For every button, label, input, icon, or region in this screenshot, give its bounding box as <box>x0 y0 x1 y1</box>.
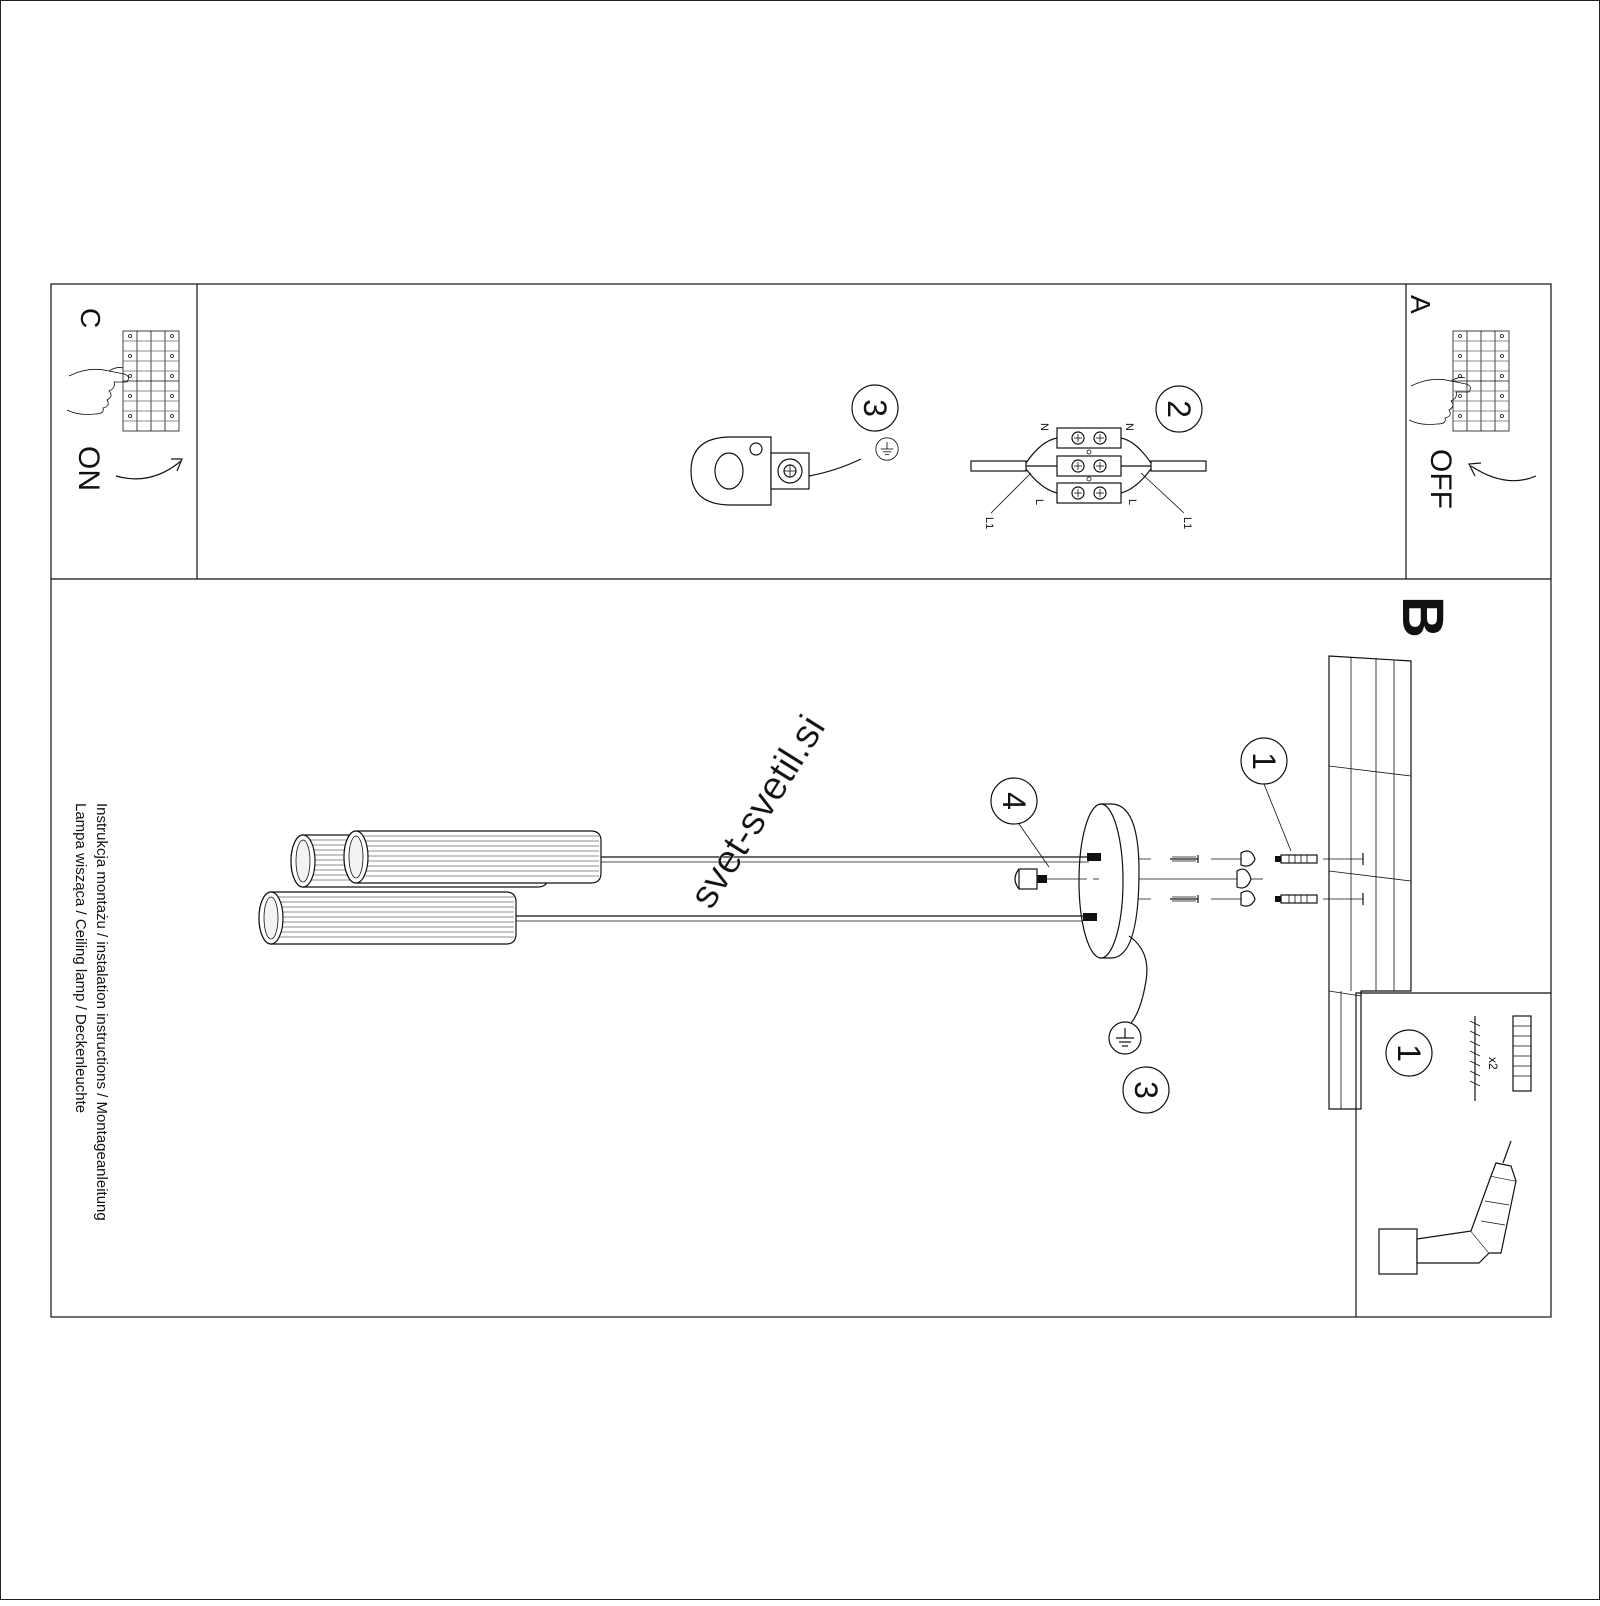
terminal-n <box>1056 427 1122 449</box>
earth-wire <box>1128 935 1148 1024</box>
screw-icon <box>1169 854 1199 864</box>
mounting-bracket <box>1240 850 1256 867</box>
circuit-breaker-icon <box>1452 330 1510 432</box>
title-line-2: Lampa wisząca / Ceiling lamp / Deckenleu… <box>72 803 89 1113</box>
cable-grip <box>1083 913 1097 921</box>
lamp-shade <box>258 891 517 945</box>
panel-a: A OFF <box>1405 295 1537 509</box>
terminal-l <box>1056 482 1122 504</box>
wire-n-right: N <box>1123 423 1135 431</box>
curved-arrow-icon <box>115 460 182 480</box>
title-line-1: Instrukcja montażu / instalation instruc… <box>93 803 110 1221</box>
panel-c-state: ON <box>72 446 105 491</box>
circuit-breaker-icon <box>122 330 180 432</box>
earth-symbol-icon <box>875 437 899 461</box>
canopy: 3 <box>1078 803 1170 1114</box>
callout-screws-and-plugs: 1 <box>1246 752 1282 770</box>
parts-box: 1 x2 <box>1355 992 1551 1317</box>
curved-arrow-icon <box>1470 465 1537 482</box>
frame-border <box>50 283 1552 1318</box>
panel-b-label: B <box>1390 596 1455 638</box>
callout-fixing-screw: 4 <box>996 792 1032 810</box>
wire-l1-right: L1 <box>1181 517 1193 529</box>
terminal-block-detail: N N L L L1 L1 2 <box>970 385 1207 529</box>
wall-plug-icon <box>1512 1015 1532 1092</box>
parts-quantity: x2 <box>1486 1057 1500 1070</box>
watermark: svet-svetil.si <box>681 708 834 916</box>
panel-c: C ON <box>66 308 183 491</box>
mounting-hardware: 1 <box>1121 737 1364 907</box>
wire-l-left: L <box>1033 499 1045 505</box>
terminal-earth <box>1056 455 1122 477</box>
callout-terminal-block: 2 <box>1161 400 1197 418</box>
callout-circle <box>851 384 899 432</box>
ceiling <box>1328 655 1412 1110</box>
wall-plug-icon <box>1274 894 1318 904</box>
callout-earth-wire: 3 <box>1128 1081 1164 1099</box>
wire-l1-left: L1 <box>983 517 995 529</box>
callout-parts-box: 1 <box>1391 1044 1427 1062</box>
callout-circle <box>1155 385 1203 433</box>
callout-circle <box>1122 1066 1170 1114</box>
earth-clip-detail: 3 <box>690 384 899 506</box>
callout-circle <box>990 777 1038 825</box>
wire-l-right: L <box>1126 499 1138 505</box>
callout-circle <box>1385 1029 1433 1077</box>
fixing-screw: 4 <box>990 777 1087 890</box>
panel-a-state: OFF <box>1424 449 1457 509</box>
hand-icon <box>66 367 129 415</box>
cable-grip <box>1087 853 1101 861</box>
lamp-shade <box>343 830 602 884</box>
pendant-lamps <box>258 830 1089 945</box>
screw-icon <box>1169 894 1199 904</box>
drill-icon <box>1378 1140 1517 1275</box>
callout-earth-clip: 3 <box>857 399 893 417</box>
panel-a-label: A <box>1405 295 1436 314</box>
panel-c-label: C <box>75 308 106 328</box>
earth-symbol-icon <box>1108 1021 1142 1055</box>
wall-plug-icon <box>1274 854 1318 864</box>
wire-n-left: N <box>1038 423 1050 431</box>
